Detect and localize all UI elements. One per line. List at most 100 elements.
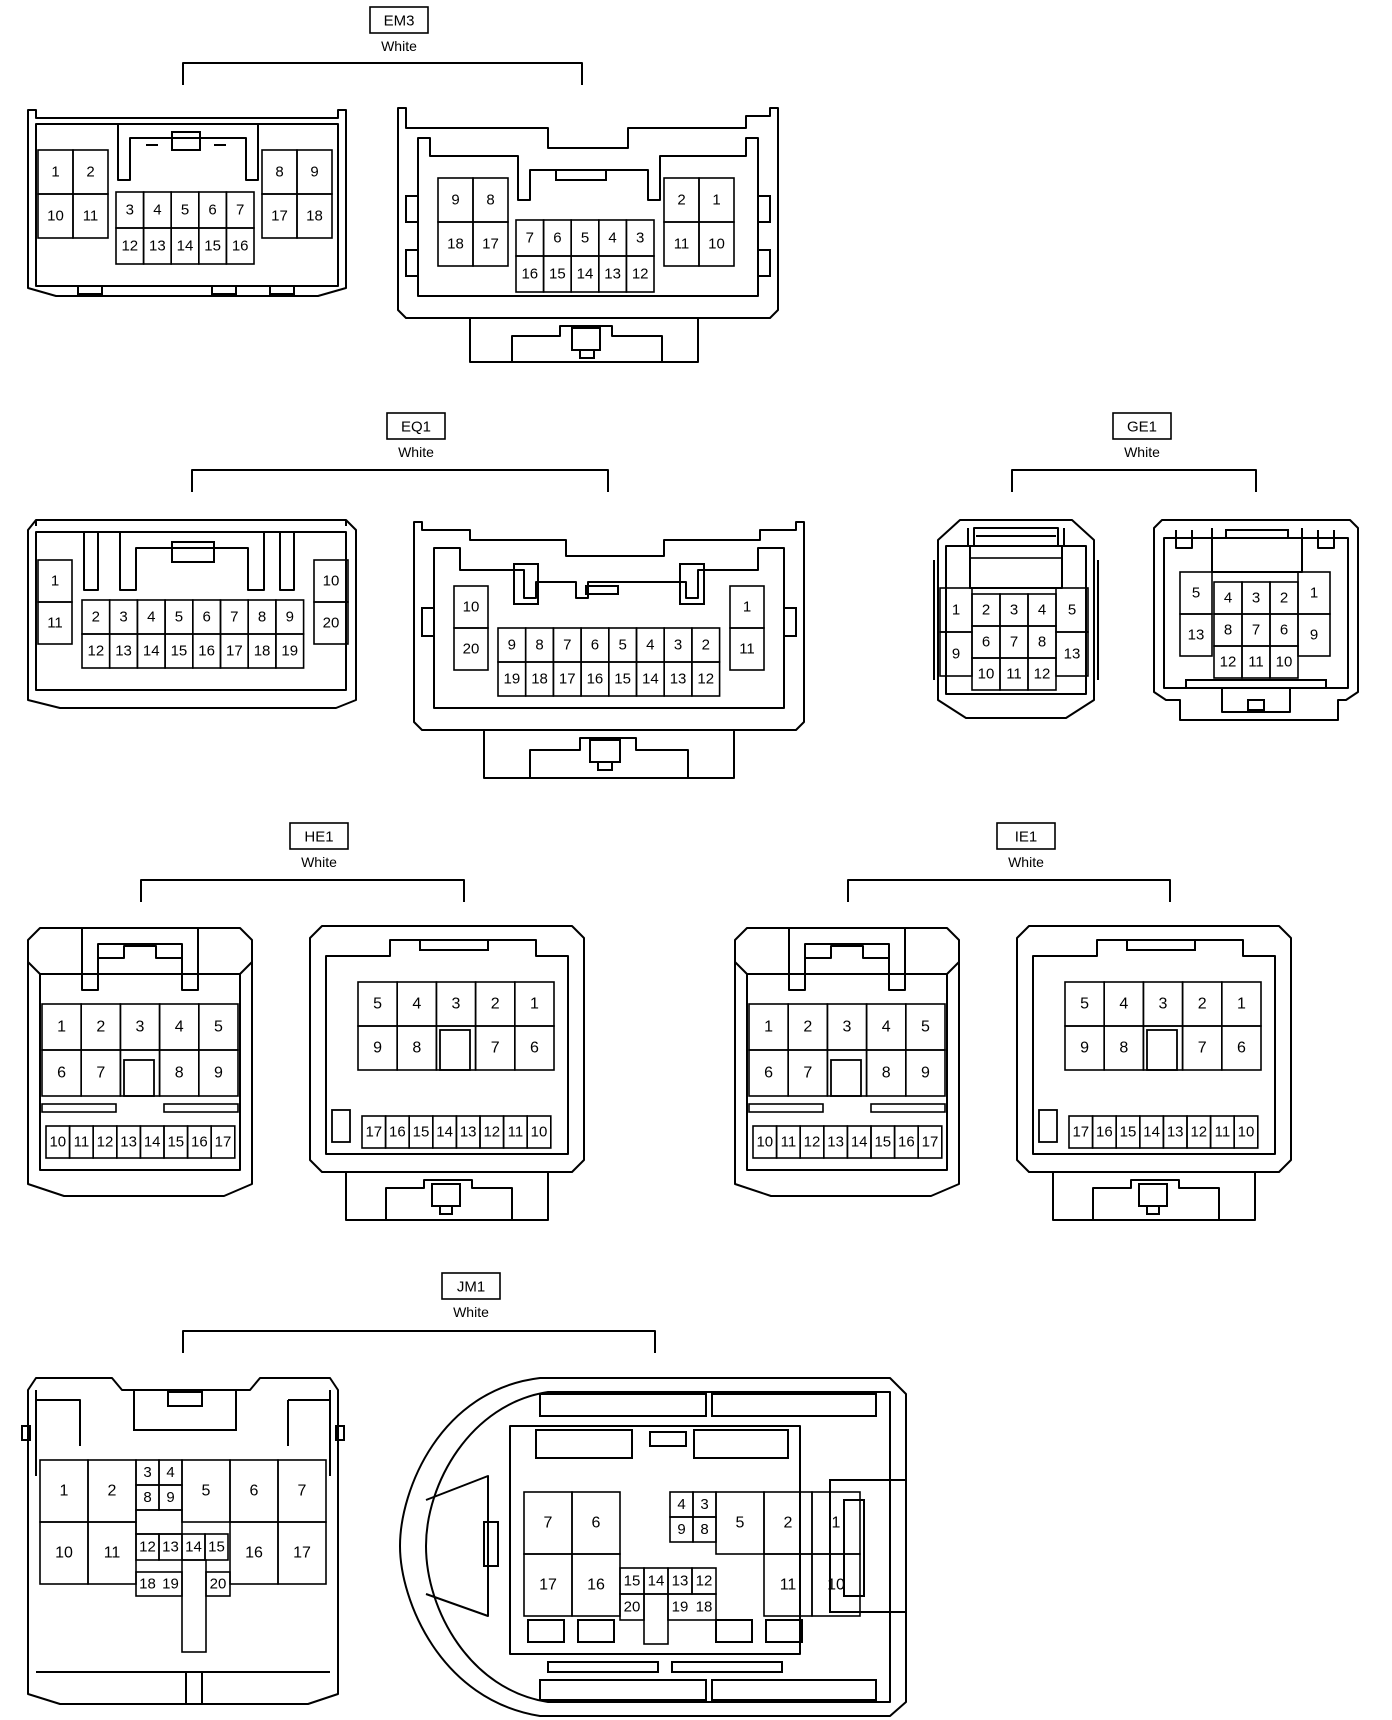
pin-number: 6 — [250, 1483, 259, 1500]
pin-number: 2 — [677, 192, 685, 209]
pin-cell — [313, 601, 349, 645]
connector-color: White — [1008, 854, 1044, 870]
pin-number: 19 — [162, 1576, 179, 1593]
housing-part — [547, 1661, 659, 1673]
pin-number: 5 — [1080, 996, 1089, 1013]
pin-number: 13 — [827, 1134, 844, 1151]
pin-number: 3 — [843, 1019, 852, 1036]
pin-number: 7 — [236, 202, 244, 219]
housing-part — [483, 1521, 499, 1567]
pin-number: 16 — [587, 671, 604, 688]
pin-number: 9 — [1080, 1040, 1089, 1057]
pin-number: 7 — [803, 1065, 812, 1082]
pin-number: 7 — [1198, 1040, 1207, 1057]
pin-number: 9 — [214, 1065, 223, 1082]
pin-cell — [135, 1509, 183, 1535]
housing-outline — [27, 961, 253, 975]
pin-number: 9 — [1310, 627, 1318, 644]
housing-rib — [41, 1103, 117, 1113]
housing-outline — [119, 532, 265, 591]
housing-outline — [529, 737, 689, 778]
pin-number: 10 — [1276, 654, 1293, 671]
pin-number: 13 — [162, 1539, 179, 1556]
pin-number: 17 — [293, 1545, 311, 1562]
pin-cell — [1233, 1115, 1259, 1149]
housing-part — [829, 1479, 907, 1613]
pin-number: 14 — [648, 1573, 665, 1590]
pin-number: 10 — [708, 236, 725, 253]
pin-number: 6 — [202, 609, 210, 626]
pin-cell — [72, 193, 109, 239]
pin-number: 4 — [412, 996, 421, 1013]
pin-number: 11 — [739, 641, 755, 658]
housing-outline — [35, 520, 347, 526]
pin-number: 8 — [1224, 622, 1232, 639]
housing-part — [693, 1429, 789, 1459]
pin-number: 8 — [1119, 1040, 1128, 1057]
pin-number: 15 — [549, 266, 566, 283]
housing-outline — [83, 532, 295, 591]
housing-part — [715, 1619, 753, 1643]
housing-outline — [385, 1179, 513, 1220]
pin-cell — [1055, 631, 1089, 677]
pin-number: 5 — [1192, 585, 1200, 602]
pin-number: 13 — [120, 1134, 137, 1151]
pin-number: 14 — [143, 643, 160, 660]
pin-number: 12 — [632, 266, 649, 283]
pin-number: 13 — [1188, 627, 1205, 644]
pin-number: 12 — [1190, 1124, 1207, 1141]
pin-cell — [37, 601, 73, 645]
pin-number: 15 — [204, 238, 221, 255]
pin-number: 10 — [49, 1134, 66, 1151]
housing-outline — [734, 927, 960, 1197]
housing-outline — [933, 560, 1099, 680]
pin-number: 12 — [88, 643, 105, 660]
housing-part — [431, 1183, 461, 1207]
pin-cell — [811, 1553, 861, 1617]
pin-number: 4 — [1119, 996, 1128, 1013]
housing-part — [171, 131, 201, 151]
pin-number: 13 — [1064, 646, 1081, 663]
pin-cell — [691, 661, 721, 697]
pin-number: 11 — [508, 1124, 524, 1141]
pin-number: 12 — [1220, 654, 1237, 671]
pin-number: 17 — [1072, 1124, 1089, 1141]
housing-part — [711, 1393, 877, 1417]
pin-cell — [1221, 1025, 1262, 1071]
pin-number: 10 — [531, 1124, 548, 1141]
pin-number: 1 — [57, 1019, 66, 1036]
pin-number: 12 — [804, 1134, 821, 1151]
pin-number: 9 — [310, 164, 318, 181]
housing-key — [331, 1109, 351, 1143]
pin-number: 19 — [504, 671, 521, 688]
pin-number: 15 — [624, 1573, 641, 1590]
pin-number: 7 — [491, 1040, 500, 1057]
pin-number: 7 — [544, 1515, 553, 1532]
pin-number: 20 — [210, 1576, 227, 1593]
housing-outline — [35, 531, 347, 691]
connector-bracket — [140, 879, 465, 902]
pin-number: 5 — [581, 230, 589, 247]
connector-color: White — [1124, 444, 1160, 460]
pin-number: 5 — [618, 637, 626, 654]
housing-part — [1126, 939, 1196, 951]
pin-number: 7 — [526, 230, 534, 247]
housing-part — [589, 739, 621, 763]
housing-part — [711, 1679, 877, 1701]
housing-part — [405, 195, 419, 223]
pin-number: 5 — [202, 1483, 211, 1500]
housing-outline — [185, 1672, 203, 1704]
pin-number: 14 — [577, 266, 594, 283]
pin-number: 11 — [83, 208, 99, 225]
pin-number: 9 — [451, 192, 459, 209]
housing-part — [843, 1499, 865, 1597]
pin-cell — [275, 633, 305, 669]
pin-number: 3 — [452, 996, 461, 1013]
pin-number: 7 — [563, 637, 571, 654]
